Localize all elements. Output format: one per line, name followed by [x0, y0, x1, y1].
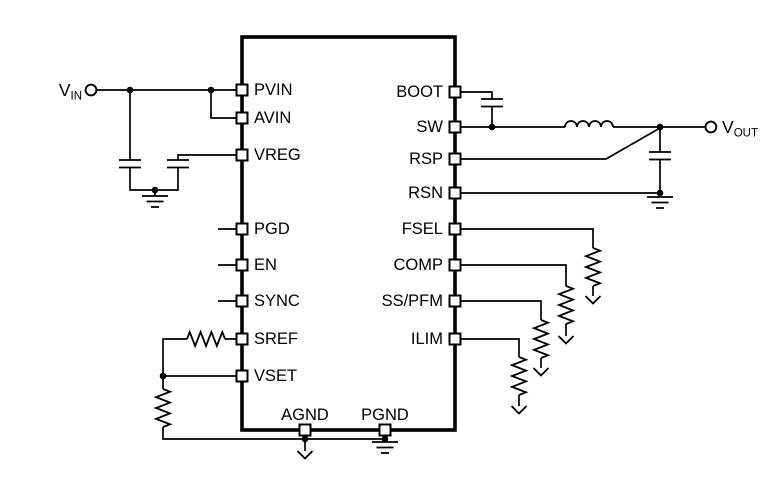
pin-label-ilim: ILIM: [411, 330, 443, 348]
terminals: VIN VOUT: [59, 80, 758, 140]
pin-agnd: [298, 423, 312, 437]
wire-ilim: [460, 338, 520, 406]
agnd-ground-symbol: [296, 450, 314, 460]
vin-label-subscript: IN: [71, 91, 83, 103]
sspfm-ground-symbol: [532, 367, 550, 377]
vin-label-base: V: [59, 80, 71, 100]
pin-label-pvin: PVIN: [254, 81, 293, 99]
ilim-ground-symbol: [510, 405, 528, 415]
bootstrap-capacitor: [480, 98, 504, 108]
pin-label-pgd: PGD: [254, 220, 290, 238]
vin-label: VIN: [59, 80, 82, 103]
pin-label-boot: BOOT: [396, 83, 443, 101]
junction-dot: [126, 86, 134, 94]
sref-resistor: [186, 331, 226, 347]
ic-pin-squares: [235, 83, 462, 437]
pin-fsel: [448, 222, 462, 236]
pin-label-rsn: RSN: [408, 184, 443, 202]
pin-avin: [235, 111, 249, 125]
junction-dots: [126, 86, 664, 443]
output-ground-symbol: [646, 196, 674, 209]
pin-pvin: [235, 83, 249, 97]
junction-dot: [656, 189, 664, 197]
output-inductor: [564, 120, 614, 128]
comp-resistor: [558, 285, 574, 325]
pin-label-sync: SYNC: [254, 292, 300, 310]
junction-dot: [488, 123, 496, 131]
fsel-ground-symbol: [584, 295, 602, 305]
output-capacitor: [648, 151, 672, 161]
vin-terminal: [84, 83, 98, 97]
vset-resistor: [155, 388, 171, 428]
wire-sref: [162, 338, 237, 376]
pin-boot: [448, 85, 462, 99]
wire-vreg: [177, 154, 237, 160]
wire-fsel: [460, 228, 594, 296]
junction-dot: [301, 435, 309, 443]
wire-boot: [460, 91, 493, 127]
pin-sync: [235, 294, 249, 308]
vout-label: VOUT: [722, 117, 758, 140]
pin-label-comp: COMP: [394, 256, 444, 274]
vreg-capacitor: [166, 159, 190, 169]
pin-vset: [235, 369, 249, 383]
sspfm-resistor: [533, 319, 549, 359]
pin-label-en: EN: [254, 256, 277, 274]
wire-rsp-sense: [460, 127, 661, 160]
pin-en: [235, 258, 249, 272]
junction-dot: [151, 186, 159, 194]
pin-rsn: [448, 186, 462, 200]
pin-sspfm: [448, 294, 462, 308]
pin-sw: [448, 120, 462, 134]
comp-ground-symbol: [557, 335, 575, 345]
ic-pin-labels: PVIN AVIN VREG PGD EN SYNC SREF VSET BOO…: [254, 81, 443, 424]
pin-label-fsel: FSEL: [402, 220, 443, 238]
vout-terminal: [704, 120, 718, 134]
pin-label-rsp: RSP: [409, 150, 443, 168]
vout-label-base: V: [722, 117, 734, 137]
pin-pgnd: [378, 423, 392, 437]
pin-ilim: [448, 332, 462, 346]
pin-label-pgnd: PGND: [361, 406, 409, 424]
ic-package-outline: [240, 35, 457, 432]
pin-label-avin: AVIN: [254, 109, 291, 127]
pin-label-vset: VSET: [254, 367, 297, 385]
ilim-resistor: [511, 356, 527, 396]
wire-vin-to-pvin-avin: [96, 89, 237, 160]
pin-label-sspfm: SS/PFM: [382, 292, 443, 310]
junction-dot: [381, 435, 389, 443]
pin-rsp: [448, 152, 462, 166]
pin-sref: [235, 332, 249, 346]
pin-pgd: [235, 222, 249, 236]
junction-dot: [656, 123, 664, 131]
input-ground-symbol: [141, 195, 169, 208]
pin-label-vreg: VREG: [254, 146, 301, 164]
wire-comp: [460, 264, 567, 336]
fsel-resistor: [585, 247, 601, 287]
pin-label-sw: SW: [416, 118, 443, 136]
pin-label-sref: SREF: [254, 330, 298, 348]
input-capacitor: [118, 159, 142, 169]
pin-label-agnd: AGND: [281, 406, 329, 424]
vout-label-subscript: OUT: [734, 128, 758, 140]
junction-dot: [159, 372, 167, 380]
junction-dot: [207, 86, 215, 94]
pin-comp: [448, 258, 462, 272]
pgnd-ground-symbol: [371, 441, 399, 454]
pin-vreg: [235, 148, 249, 162]
components: [118, 98, 674, 460]
wire-sspfm: [460, 300, 542, 368]
